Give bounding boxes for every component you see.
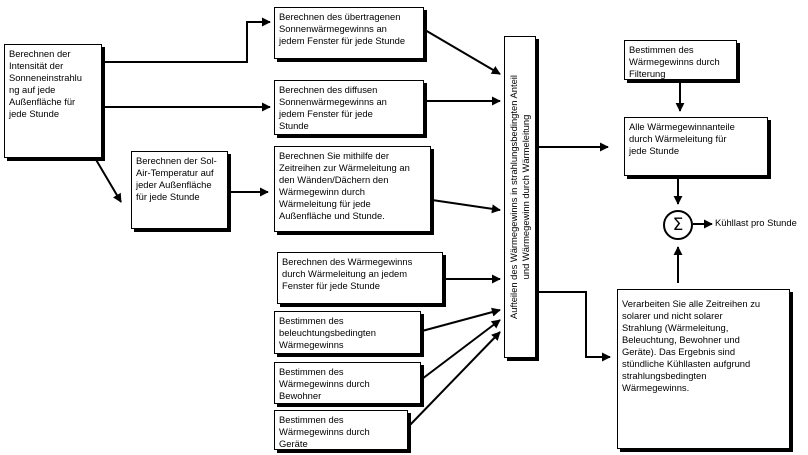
box-time-series-wall-conduction: Berechnen Sie mithilfe der Zeitreihen zu… <box>274 146 431 232</box>
box-infiltration-gain: Bestimmen des Wärmegewinns durch Filteru… <box>624 40 737 80</box>
arrow-occupants-to-split <box>421 319 501 380</box>
box-sol-air-temperature: Berechnen der Sol- Air-Temperatur auf je… <box>131 151 228 229</box>
box-solar-intensity: Berechnen der Intensität der Sonneneinst… <box>4 44 102 158</box>
arrow-equipment-to-split <box>408 331 501 427</box>
box-equipment-gain: Bestimmen des Wärmegewinns durch Geräte <box>274 410 408 450</box>
box-window-conduction-gain: Berechnen des Wärmegewinns durch Wärmele… <box>277 252 443 304</box>
split-label: Aufteilen des Wärmegewinns in strahlungs… <box>508 75 531 319</box>
arrow-intensity-to-sol-air <box>94 157 122 203</box>
summation-node: Σ <box>663 210 693 240</box>
output-cooling-load-label: Kühllast pro Stunde <box>715 217 797 228</box>
box-process-radiant-series: Verarbeiten Sie alle Zeitreihen zu solar… <box>617 289 790 449</box>
box-lighting-gain: Bestimmen des beleuchtungsbedingten Wärm… <box>274 311 421 354</box>
arrow-walls-to-split <box>431 199 501 214</box>
box-transmitted-solar-gain: Berechnen des übertragenen Sonnenwärmege… <box>274 7 424 59</box>
arrow-intensity-to-transmitted <box>104 17 271 63</box>
box-split-radiant-conductive: Aufteilen des Wärmegewinns in strahlungs… <box>504 36 536 358</box>
box-diffuse-solar-gain: Berechnen des diffusen Sonnenwärmegewinn… <box>274 80 424 135</box>
arrow-split-to-process <box>537 291 611 362</box>
arrow-transmitted-to-split <box>424 29 501 75</box>
arrow-lighting-to-split <box>421 307 501 332</box>
box-occupant-gain: Bestimmen des Wärmegewinns durch Bewohne… <box>274 362 421 404</box>
box-conductive-gain-sum: Alle Wärmegewinnanteile durch Wärmeleitu… <box>624 117 768 176</box>
